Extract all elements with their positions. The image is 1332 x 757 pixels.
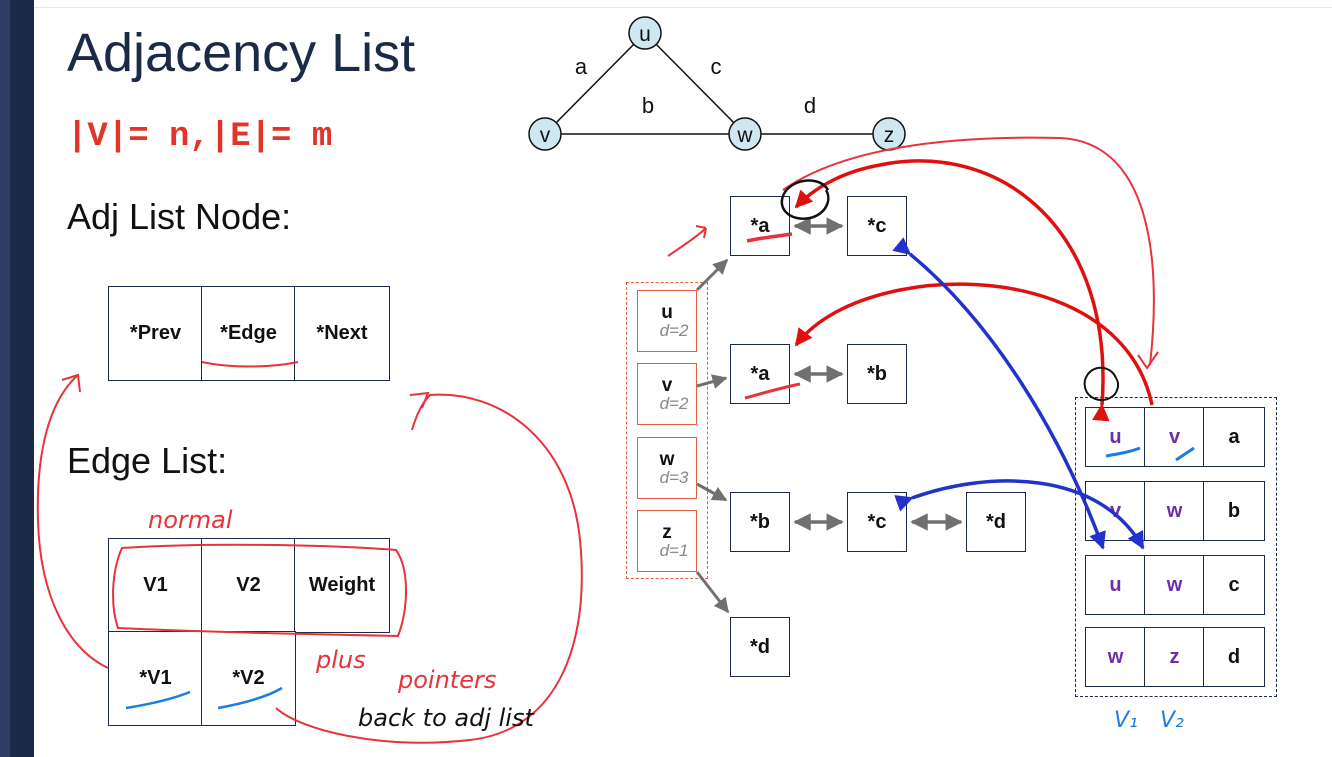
graph-edge-label: d <box>804 93 816 118</box>
adj-w-node-b: *b <box>730 492 790 552</box>
ink-mark <box>667 225 707 257</box>
edge-table-cell: u <box>1085 555 1146 615</box>
red-pointer-arrow <box>794 282 1154 406</box>
edge-field-v2: V2 <box>201 538 296 633</box>
ink-arrowhead <box>409 391 430 409</box>
vertex-list-item-w: w d=3 <box>637 437 697 499</box>
ink-note-v1: V₁ <box>1114 708 1138 733</box>
pointer-arrow <box>696 374 728 389</box>
ink-note-pointers: pointers <box>397 666 496 694</box>
graph-vertex-u <box>628 16 662 50</box>
ink-note-back-to-adj-list: back to adj list <box>358 704 535 732</box>
graph-edge-label: c <box>711 54 722 79</box>
vertex-name: w <box>659 449 675 470</box>
adj-node-prev: *Prev <box>108 286 203 381</box>
ink-underline <box>746 232 793 243</box>
vertex-name: u <box>661 302 673 323</box>
ink-circle <box>780 179 830 220</box>
size-formula: |V|= n,|E|= m <box>67 118 333 156</box>
graph-edge-c <box>644 32 746 135</box>
adj-z-node-d: *d <box>730 617 790 677</box>
ink-underline <box>744 382 801 400</box>
vertex-degree: d=2 <box>659 321 689 340</box>
ink-note-plus: plus <box>315 646 366 674</box>
vertex-degree: d=3 <box>659 468 689 487</box>
pointer-arrow <box>695 571 730 614</box>
graph-vertex-label: u <box>639 23 651 46</box>
vertex-name: v <box>661 375 673 396</box>
edge-field-ptr-v1: *V1 <box>108 631 203 726</box>
adj-u-node-a: *a <box>730 196 790 256</box>
vertex-degree: d=1 <box>659 541 689 560</box>
edge-table-cell: w <box>1144 555 1205 615</box>
ink-underline <box>1175 446 1195 462</box>
graph-edge-label: a <box>575 54 588 79</box>
graph-vertex-label: v <box>540 124 551 147</box>
ink-loop <box>275 393 583 744</box>
adj-node-heading: Adj List Node: <box>67 196 292 237</box>
blue-pointer-arrow <box>892 237 1106 550</box>
graph-vertex-label: w <box>736 124 753 147</box>
edge-table-cell: c <box>1203 555 1265 615</box>
vertex-degree: d=2 <box>659 394 689 413</box>
slide-sidebar-edge <box>0 0 10 757</box>
vertex-list-item-u: u d=2 <box>637 290 697 352</box>
blue-pointer-arrow <box>894 479 1145 550</box>
graph-vertex-w <box>728 117 762 151</box>
ink-note-v2: V₂ <box>1160 708 1184 733</box>
graph-vertex-label: z <box>884 124 895 147</box>
edge-table-cell: z <box>1144 627 1205 687</box>
edge-field-weight: Weight <box>294 538 390 633</box>
graph-vertex-v <box>528 117 562 151</box>
vertex-list-item-z: z d=1 <box>637 510 697 572</box>
edge-list-heading: Edge List: <box>67 440 228 481</box>
adj-node-next: *Next <box>294 286 390 381</box>
pointer-arrow <box>696 482 728 502</box>
pointer-arrow <box>695 258 729 292</box>
vertex-list-item-v: v d=2 <box>637 363 697 425</box>
edge-table-cell: d <box>1203 627 1265 687</box>
slide-top-line <box>34 7 1332 8</box>
graph-edge-label: b <box>642 93 654 118</box>
ink-loop <box>36 374 109 669</box>
ink-arrowhead <box>1137 351 1159 370</box>
graph-edge-a <box>544 32 646 135</box>
ink-underline <box>125 690 191 710</box>
ink-curve <box>782 136 1155 366</box>
ink-underline <box>201 361 299 368</box>
vertex-name: z <box>662 522 672 543</box>
vertex-list-container <box>626 282 708 579</box>
ink-arrowhead <box>61 373 81 393</box>
ink-highlight-box <box>112 543 407 638</box>
edge-table-cell: b <box>1203 481 1265 541</box>
edge-table-cell: w <box>1085 627 1146 687</box>
slide-title: Adjacency List <box>67 23 416 83</box>
ink-underline <box>217 686 283 710</box>
ink-circle <box>1083 366 1119 401</box>
ink-underline <box>1105 446 1141 458</box>
ink-note-normal: normal <box>148 506 233 534</box>
adj-v-node-a: *a <box>730 344 790 404</box>
edge-field-v1: V1 <box>108 538 203 633</box>
edge-table-cell: a <box>1203 407 1265 467</box>
edge-table-cell: v <box>1144 407 1205 467</box>
